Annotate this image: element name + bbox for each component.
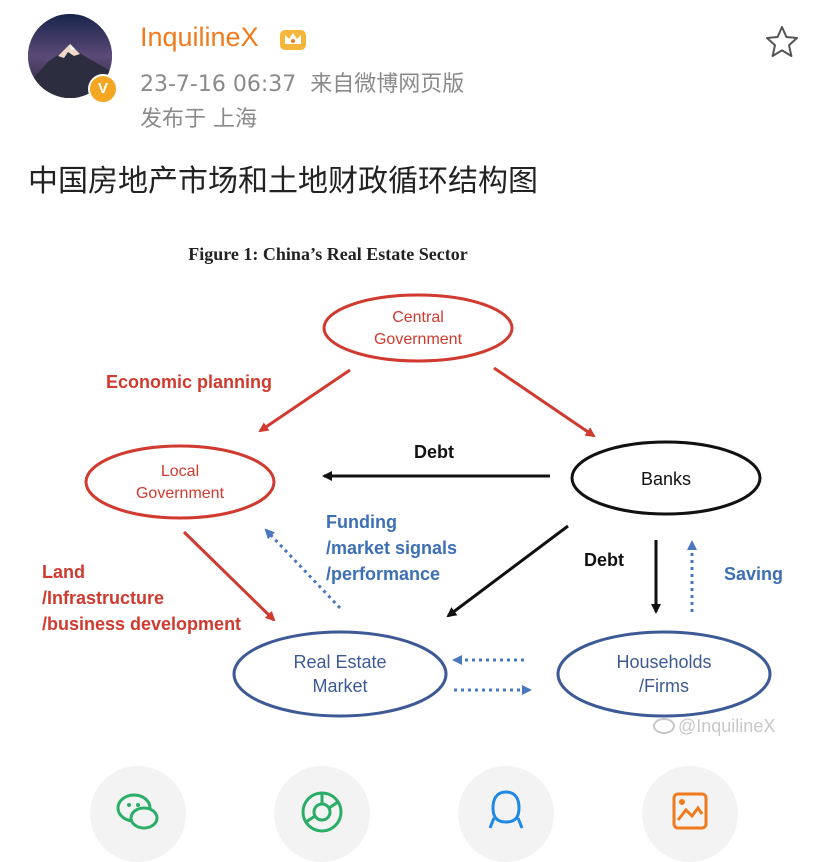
save-image-icon — [666, 788, 714, 836]
label-debt-top: Debt — [414, 442, 454, 462]
weibo-watermark: @InquilineX — [654, 716, 775, 736]
node-label: Households — [616, 652, 711, 672]
label-saving: Saving — [724, 564, 783, 584]
node-banks: Banks — [572, 442, 760, 514]
moments-icon — [298, 788, 346, 836]
star-icon[interactable] — [764, 24, 800, 60]
figure-title: Figure 1: China’s Real Estate Sector — [188, 244, 467, 264]
label-debt-right: Debt — [584, 550, 624, 570]
share-bar — [0, 766, 828, 834]
share-qq-button[interactable] — [458, 766, 554, 862]
arrow-banks-to-realestate — [448, 526, 568, 616]
verified-badge: V — [88, 74, 118, 104]
node-label: Government — [136, 485, 225, 502]
arrow-central-to-banks — [494, 368, 594, 436]
arrow-local-to-realestate — [184, 532, 274, 620]
node-label: Market — [312, 676, 367, 696]
node-central-government: Central Government — [324, 295, 512, 361]
crown-icon — [278, 24, 308, 52]
node-households-firms: Households /Firms — [558, 632, 770, 716]
svg-text:@InquilineX: @InquilineX — [678, 716, 775, 736]
share-wechat-button[interactable] — [90, 766, 186, 862]
node-label: Central — [392, 309, 444, 326]
username[interactable]: InquilineX — [140, 22, 259, 53]
qq-icon — [482, 788, 530, 836]
node-label: /Firms — [639, 676, 689, 696]
post-figure[interactable]: Figure 1: China’s Real Estate Sector Cen… — [28, 228, 800, 740]
label-market-signals: /market signals — [326, 538, 457, 558]
post-meta: 23-7-16 06:37 来自微博网页版 — [140, 66, 464, 98]
node-local-government: Local Government — [86, 446, 274, 518]
node-label: Local — [161, 463, 199, 480]
post-source: 来自微博网页版 — [310, 72, 464, 97]
node-label: Real Estate — [293, 652, 386, 672]
post-timestamp: 23-7-16 06:37 — [140, 72, 296, 97]
arrow-central-to-local — [260, 370, 350, 431]
label-business-development: /business development — [42, 614, 241, 634]
share-moments-button[interactable] — [274, 766, 370, 862]
label-performance: /performance — [326, 564, 440, 584]
post-location: 发布于 上海 — [140, 101, 257, 133]
label-funding: Funding — [326, 512, 397, 532]
node-real-estate-market: Real Estate Market — [234, 632, 446, 716]
save-image-button[interactable] — [642, 766, 738, 862]
label-land: Land — [42, 562, 85, 582]
label-infrastructure: /Infrastructure — [42, 588, 164, 608]
label-economic-planning: Economic planning — [106, 372, 272, 392]
node-label: Government — [374, 331, 463, 348]
node-label: Banks — [641, 469, 691, 489]
wechat-icon — [114, 788, 162, 836]
post-text: 中国房地产市场和土地财政循环结构图 — [28, 156, 538, 200]
